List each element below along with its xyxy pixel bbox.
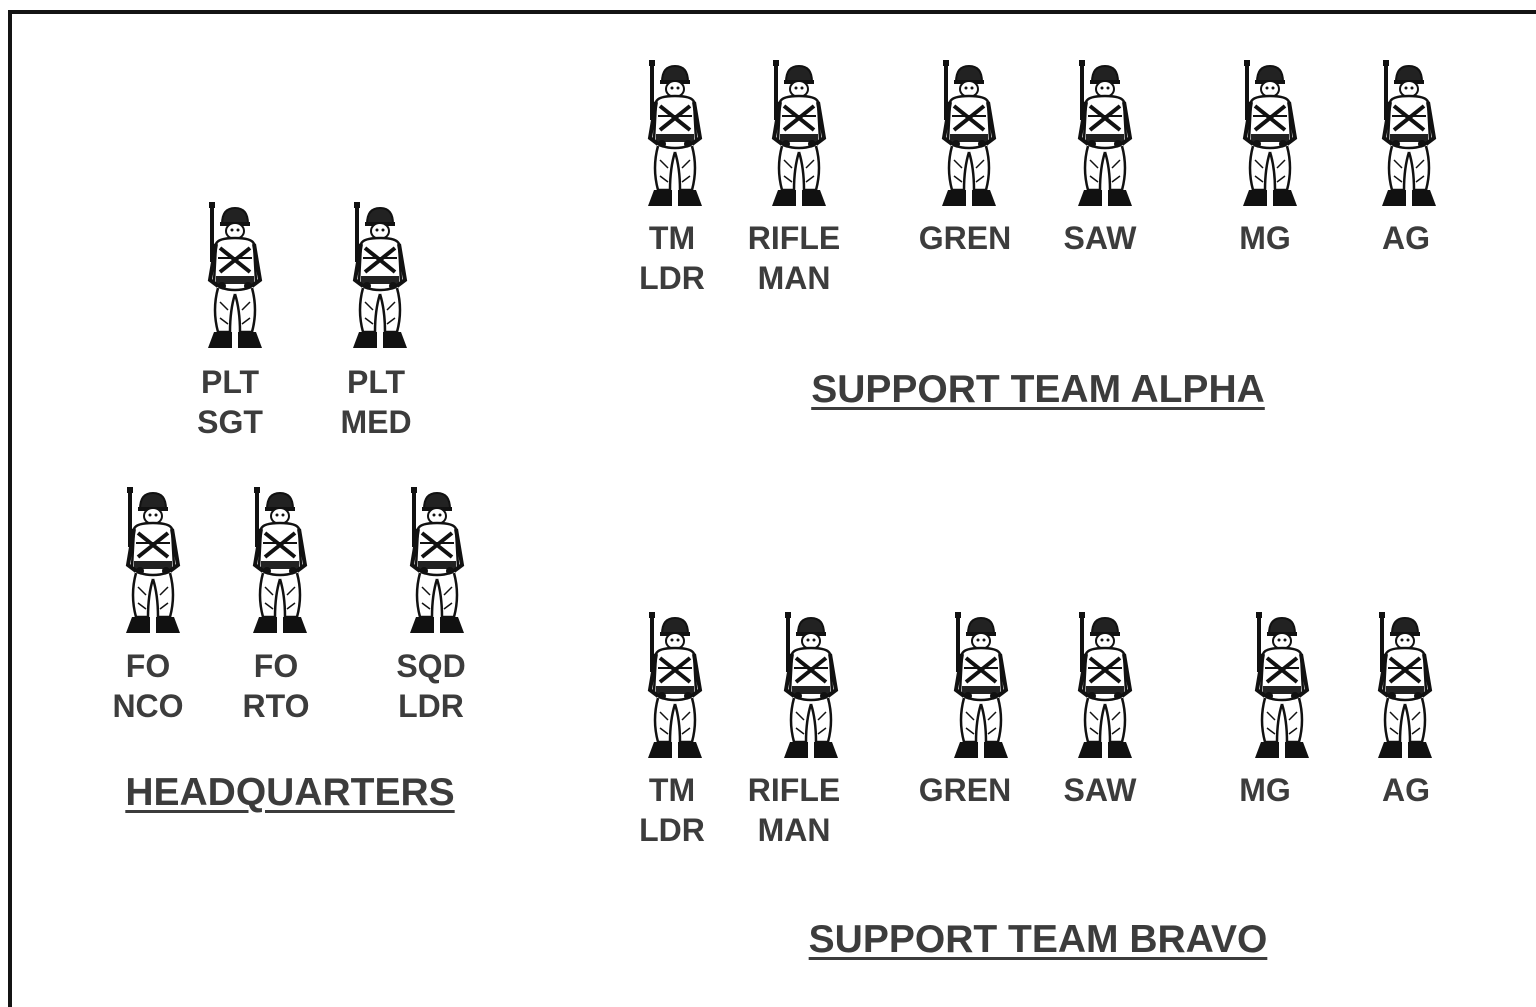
soldier-icon [200,202,270,352]
headquarters-title: HEADQUARTERS [110,770,470,816]
soldier-icon [1374,60,1444,210]
label-line1: MG [1185,770,1345,810]
soldier-icon [1370,612,1440,762]
soldier-icon [1247,612,1317,762]
label-line1: PLT [296,362,456,402]
soldier-icon [1070,60,1140,210]
soldier-icon [946,612,1016,762]
label-line1: SQD [351,646,511,686]
label-line2: LDR [351,686,511,726]
member-label-mg: MG [1185,218,1345,258]
soldier-icon [1070,612,1140,762]
label-line1: MG [1185,218,1345,258]
support-team-bravo-title: SUPPORT TEAM BRAVO [780,917,1296,963]
label-line1: RIFLE [714,770,874,810]
soldier-icon [1235,60,1305,210]
soldier-icon [640,60,710,210]
label-line2: RTO [196,686,356,726]
label-line1: RIFLE [714,218,874,258]
soldier-icon [402,487,472,637]
label-line1: FO [196,646,356,686]
member-label-mg: MG [1185,770,1345,810]
label-line1: AG [1326,770,1486,810]
label-line1: PLT [150,362,310,402]
label-line1: SAW [1020,770,1180,810]
soldier-icon [764,60,834,210]
label-line1: SAW [1020,218,1180,258]
soldier-icon [118,487,188,637]
soldier-icon [776,612,846,762]
member-label-ag: AG [1326,218,1486,258]
label-line2: SGT [150,402,310,442]
label-line2: MAN [714,258,874,298]
member-label-saw: SAW [1020,770,1180,810]
support-team-alpha-title: SUPPORT TEAM ALPHA [780,367,1296,413]
label-line2: MAN [714,810,874,850]
soldier-icon [934,60,1004,210]
soldier-icon [245,487,315,637]
soldier-icon [345,202,415,352]
soldier-icon [640,612,710,762]
member-label-ag: AG [1326,770,1486,810]
member-label-saw: SAW [1020,218,1180,258]
label-line2: MED [296,402,456,442]
label-line1: AG [1326,218,1486,258]
